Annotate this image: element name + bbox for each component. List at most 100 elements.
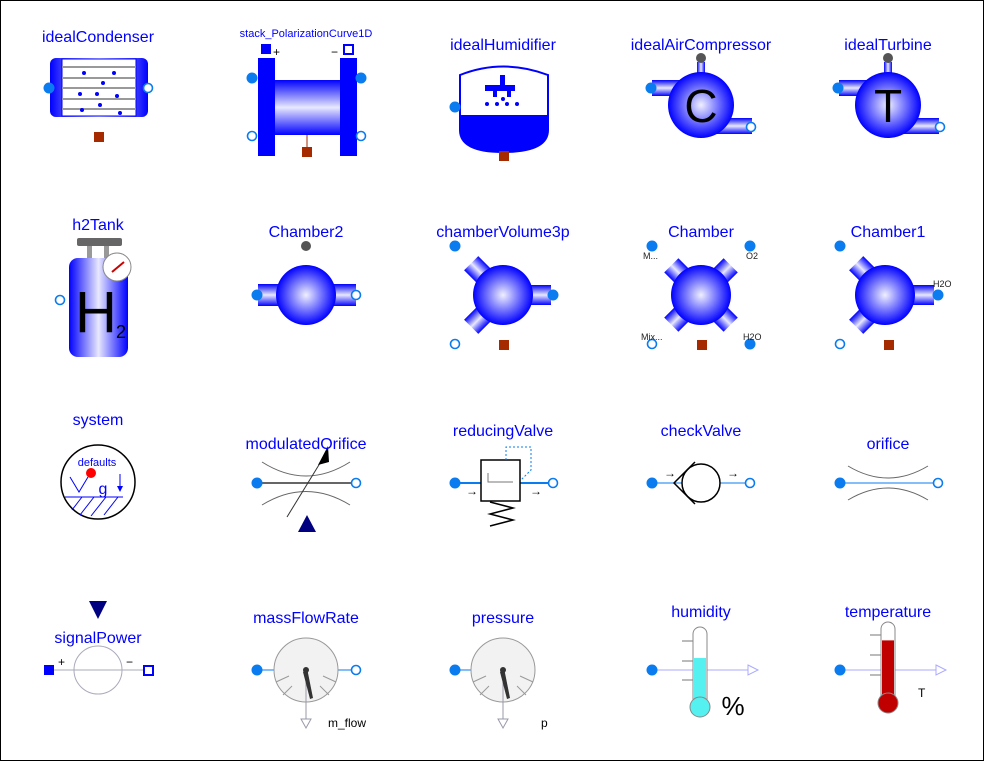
component-label: Chamber1 (851, 224, 926, 241)
component-mass-flow-rate-sensor[interactable]: massFlowRate m_flow (251, 610, 366, 730)
fluid-port-in[interactable] (645, 82, 657, 94)
shaft (884, 62, 892, 80)
component-orifice[interactable]: orifice (834, 436, 944, 501)
component-reducing-valve[interactable]: reducingValve → → (449, 423, 559, 527)
component-label: humidity (671, 604, 731, 621)
component-chamber1[interactable]: Chamber1 H2O (834, 224, 952, 350)
tank-symbol: H (75, 280, 117, 345)
fluid-port-b[interactable] (350, 477, 362, 489)
fluid-port-a[interactable] (834, 477, 846, 489)
component-chamber2[interactable]: Chamber2 (251, 224, 362, 325)
component-label: pressure (472, 610, 534, 627)
port-mixture-out[interactable] (646, 338, 658, 350)
pin-negative[interactable] (143, 665, 154, 676)
adjust-arrow (286, 454, 326, 518)
component-modulated-orifice[interactable]: modulatedOrifice (246, 436, 367, 532)
output-port[interactable] (300, 718, 312, 730)
fluid-port-a[interactable] (43, 82, 55, 94)
shaft-port[interactable] (883, 53, 893, 63)
output-port[interactable] (747, 664, 760, 676)
output-port[interactable] (935, 664, 948, 676)
component-temperature-sensor[interactable]: temperature T (834, 604, 948, 714)
fluid-port-a[interactable] (646, 477, 658, 489)
component-ideal-condenser[interactable]: idealCondenser (42, 29, 155, 142)
control-input[interactable] (298, 515, 316, 532)
orifice-upper (847, 465, 929, 479)
output-port[interactable] (497, 718, 509, 730)
heat-port[interactable] (697, 340, 707, 350)
component-check-valve[interactable]: checkValve → → (646, 423, 756, 505)
port-anode-in[interactable] (246, 72, 258, 84)
fluid-port[interactable] (646, 664, 658, 676)
fluid-port-b[interactable] (350, 664, 362, 676)
fluid-port-b[interactable] (142, 82, 154, 94)
fluid-port[interactable] (449, 664, 461, 676)
temperature-level (882, 640, 894, 702)
port-h2o[interactable] (932, 289, 944, 301)
component-label: reducingValve (453, 423, 553, 440)
component-signal-power[interactable]: signalPower + − (44, 601, 154, 695)
port-cathode-out[interactable] (355, 130, 367, 142)
port-h2o[interactable] (744, 338, 756, 350)
fluid-port[interactable] (449, 101, 461, 113)
component-system[interactable]: system defaults g (60, 412, 136, 520)
signal-input[interactable] (89, 601, 107, 619)
fluid-port-out[interactable] (934, 121, 946, 133)
pin-positive[interactable] (44, 665, 54, 675)
heat-port[interactable] (302, 147, 312, 157)
component-pressure-sensor[interactable]: pressure p (449, 610, 548, 730)
pin-positive[interactable] (261, 44, 271, 54)
component-label: idealCondenser (42, 29, 155, 46)
fluid-port-b[interactable] (744, 477, 756, 489)
component-ideal-air-compressor[interactable]: idealAirCompressor C (631, 37, 772, 138)
port-label: M... (643, 251, 658, 261)
port-label: O2 (746, 251, 758, 261)
heat-port[interactable] (884, 340, 894, 350)
port-anode-out[interactable] (246, 130, 258, 142)
fluid-port-in[interactable] (832, 82, 844, 94)
gauge-needle (500, 668, 510, 699)
fluid-port[interactable] (834, 664, 846, 676)
component-h2-tank[interactable]: h2Tank H 2 (54, 217, 132, 357)
component-ideal-humidifier[interactable]: idealHumidifier (449, 37, 557, 161)
heat-port[interactable] (301, 241, 311, 251)
component-chamber-volume-3p[interactable]: chamberVolume3p (436, 224, 570, 350)
fluid-port-b[interactable] (547, 477, 559, 489)
component-stack-polarization-curve[interactable]: stack_PolarizationCurve1D + − (240, 28, 373, 157)
fluid-port-c[interactable] (449, 338, 461, 350)
pin-negative[interactable] (343, 44, 354, 55)
shaft-port[interactable] (696, 53, 706, 63)
component-chamber[interactable]: Chamber M... O2 Mix... H2O (641, 224, 762, 350)
unit-label: % (721, 691, 744, 721)
fluid-port-a[interactable] (449, 240, 461, 252)
port-mixture-in[interactable] (646, 240, 658, 252)
heat-port[interactable] (499, 340, 509, 350)
valve-box (480, 459, 521, 502)
fluid-port-a[interactable] (251, 289, 263, 301)
output-label: m_flow (328, 716, 366, 730)
port-cathode-in[interactable] (355, 72, 367, 84)
fluid-port-a[interactable] (251, 477, 263, 489)
fluid-port-c[interactable] (834, 338, 846, 350)
heat-port[interactable] (499, 151, 509, 161)
turbine-symbol: T (874, 80, 902, 132)
component-ideal-turbine[interactable]: idealTurbine T (832, 37, 946, 138)
fluid-port-b[interactable] (932, 477, 944, 489)
fluid-port-a[interactable] (251, 664, 263, 676)
port-o2[interactable] (744, 240, 756, 252)
fluid-port-out[interactable] (745, 121, 757, 133)
heat-port[interactable] (94, 132, 104, 142)
gauge-needle (303, 668, 313, 699)
valve-seat (672, 461, 696, 505)
fluid-port-b[interactable] (350, 289, 362, 301)
fluid-port-a[interactable] (834, 240, 846, 252)
fluid-port-a[interactable] (449, 477, 461, 489)
plus-sign: + (58, 655, 65, 669)
component-humidity-sensor[interactable]: humidity % (646, 604, 760, 721)
fluid-port-b[interactable] (547, 289, 559, 301)
component-label: temperature (845, 604, 931, 621)
component-label: signalPower (54, 630, 142, 647)
component-label: checkValve (661, 423, 742, 440)
fluid-port[interactable] (54, 294, 66, 306)
